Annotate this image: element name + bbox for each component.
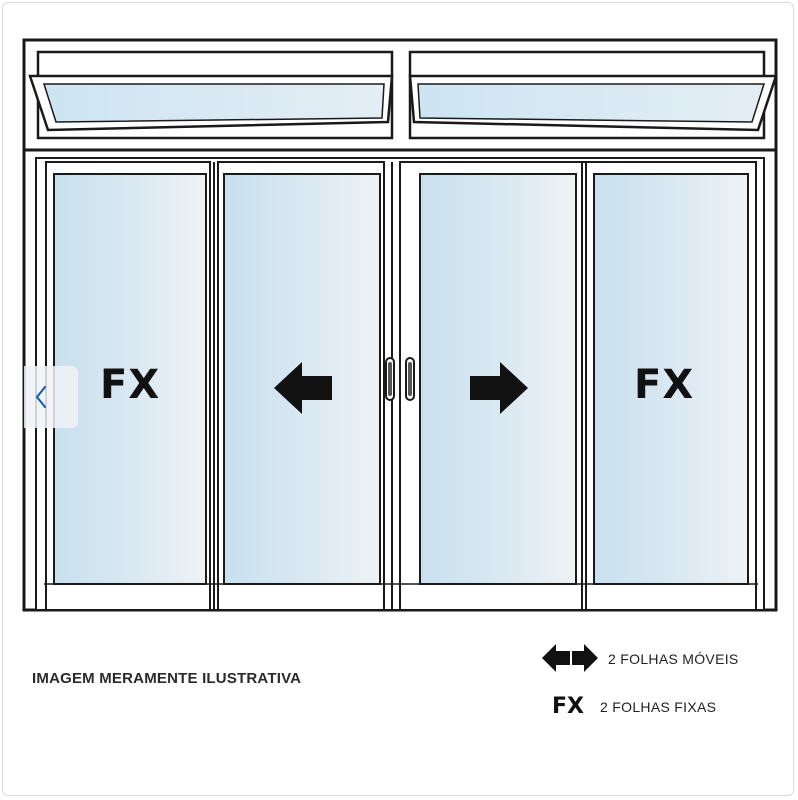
transom-section bbox=[28, 50, 778, 140]
legend-fixed-symbol: FX bbox=[552, 694, 584, 719]
legend-movable: 2 FOLHAS MÓVEIS bbox=[608, 651, 739, 667]
transom-left-glass bbox=[42, 83, 385, 123]
panel-fixed-label-right: FX bbox=[634, 362, 695, 408]
door-panels bbox=[44, 161, 758, 611]
legend-movable-text: 2 FOLHAS MÓVEIS bbox=[608, 651, 739, 667]
arrow-right-icon bbox=[470, 362, 528, 414]
transom-right-glass bbox=[417, 83, 766, 123]
legend-fixed: FX 2 FOLHAS FIXAS bbox=[552, 694, 716, 719]
double-arrow-icon bbox=[542, 644, 598, 672]
handle-icon bbox=[385, 357, 415, 401]
panel-fixed-label-left: FX bbox=[100, 362, 161, 408]
legend-fixed-text: 2 FOLHAS FIXAS bbox=[600, 698, 717, 715]
image-caption: IMAGEM MERAMENTE ILUSTRATIVA bbox=[32, 670, 302, 687]
panel-glass-4 bbox=[593, 173, 749, 585]
previous-image-button[interactable] bbox=[24, 366, 78, 428]
arrow-left-icon bbox=[274, 362, 332, 414]
chevron-left-icon bbox=[35, 385, 47, 409]
